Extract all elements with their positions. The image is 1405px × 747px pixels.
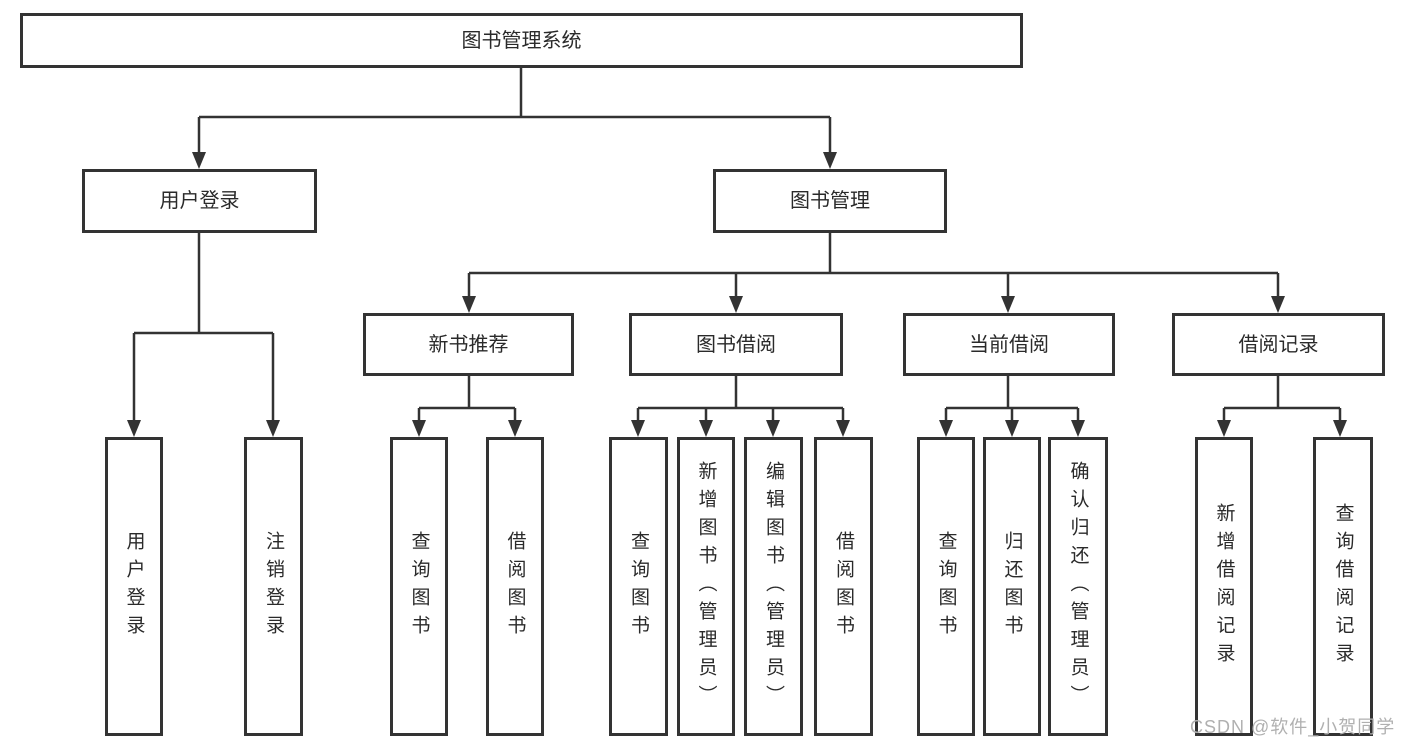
leaf-query-books-current: 查询图书 (917, 437, 975, 736)
csdn-watermark: CSDN @软件_小贺同学 (1190, 717, 1396, 737)
leaf-label: 查询借阅记录 (1332, 502, 1354, 671)
node-label: 图书借阅 (696, 333, 776, 356)
leaf-add-books-admin: 新增图书（管理员） (677, 437, 735, 736)
leaf-query-borrow-record: 查询借阅记录 (1313, 437, 1373, 736)
leaf-label: 新增图书（管理员） (695, 460, 717, 713)
leaf-query-books-recommend: 查询图书 (390, 437, 448, 736)
node-book-management: 图书管理 (713, 169, 947, 233)
leaf-edit-books-admin: 编辑图书（管理员） (744, 437, 803, 736)
leaf-add-borrow-record: 新增借阅记录 (1195, 437, 1253, 736)
leaf-label: 查询图书 (935, 530, 957, 643)
leaf-logout: 注销登录 (244, 437, 303, 736)
node-library-management-system: 图书管理系统 (20, 13, 1023, 68)
node-label: 借阅记录 (1238, 333, 1319, 356)
leaf-query-books-borrow: 查询图书 (609, 437, 668, 736)
node-label: 当前借阅 (969, 333, 1049, 356)
leaf-borrow-books: 借阅图书 (814, 437, 873, 736)
leaf-user-login: 用户登录 (105, 437, 163, 736)
node-user-login: 用户登录 (82, 169, 317, 233)
leaf-label: 编辑图书（管理员） (763, 460, 784, 713)
leaf-borrow-books-recommend: 借阅图书 (486, 437, 544, 736)
leaf-label: 查询图书 (408, 530, 430, 643)
node-borrow-records: 借阅记录 (1172, 313, 1385, 376)
node-new-book-recommend: 新书推荐 (363, 313, 574, 376)
node-label: 图书管理 (790, 190, 870, 212)
leaf-label: 借阅图书 (833, 530, 854, 643)
leaf-label: 查询图书 (628, 530, 649, 643)
leaf-label: 用户登录 (123, 530, 145, 643)
leaf-confirm-return-admin: 确认归还（管理员） (1048, 437, 1108, 736)
leaf-label: 归还图书 (1001, 530, 1023, 643)
node-label: 新书推荐 (428, 333, 509, 356)
leaf-label: 确认归还（管理员） (1067, 460, 1089, 713)
node-current-borrow: 当前借阅 (903, 313, 1115, 376)
leaf-label: 注销登录 (263, 530, 284, 643)
node-label: 图书管理系统 (461, 29, 582, 52)
leaf-return-books: 归还图书 (983, 437, 1041, 736)
node-label: 用户登录 (159, 190, 240, 212)
leaf-label: 借阅图书 (504, 530, 526, 643)
leaf-label: 新增借阅记录 (1213, 502, 1235, 671)
node-book-borrow: 图书借阅 (629, 313, 843, 376)
